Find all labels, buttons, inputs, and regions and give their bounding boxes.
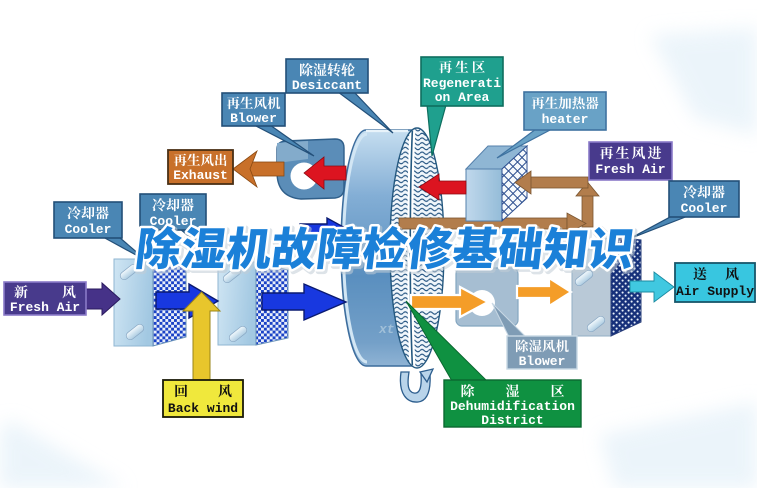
wheel-rotation-ribbon: [399, 368, 435, 403]
label-dehumid-district-en2: District: [481, 413, 543, 428]
capsule-tube: [228, 325, 248, 343]
label-regen-area-en1: Regenerati: [423, 76, 501, 91]
orange-arrows: [409, 275, 574, 319]
label-regen-heater-en: heater: [542, 112, 589, 127]
tint-bottom-left: [0, 420, 125, 488]
label-desiccant-box: [285, 58, 369, 94]
red-arrow-wheel-to-fan: [303, 156, 347, 190]
label-cooler-left-1-box: [53, 201, 123, 239]
label-air-supply-en: Air Supply: [676, 284, 754, 299]
label-cooler-right: Cooler: [628, 180, 740, 240]
supply-cooler-capsules: [574, 269, 606, 333]
capsule-tube: [125, 323, 145, 341]
capsule-tube: [586, 315, 606, 333]
label-cooler-right-en: Cooler: [681, 201, 728, 216]
label-regen-blower-en: Blower: [230, 111, 277, 126]
regen-path-left-arrowhead: [514, 170, 532, 195]
exhaust-arrow-shaft: [249, 161, 285, 177]
label-air-supply: Air Supply: [674, 262, 756, 303]
label-air-supply-box: [674, 262, 756, 303]
red-arrows: [303, 156, 467, 201]
label-regen-blower: Blower: [221, 92, 315, 157]
red-arrow-heater-to-wheel: [418, 173, 467, 201]
label-back-wind-en: Back wind: [168, 401, 238, 416]
regen-path-top-shaft: [529, 176, 589, 189]
exhaust-arrow: [232, 149, 285, 189]
label-cooler-left-2-box: [139, 193, 207, 231]
label-regen-area: Regenerati on Area: [420, 56, 504, 157]
page-title: [136, 226, 638, 271]
regen-air-path: [575, 181, 600, 228]
label-dehumid-blower: Blower: [491, 302, 578, 370]
label-cooler-left-1-en: Cooler: [65, 222, 112, 237]
heater-box: [464, 144, 529, 223]
orange-arrow-fan-to-cooler: [515, 275, 574, 309]
tint-bottom-right: [600, 402, 757, 488]
background-tints: [0, 28, 757, 488]
label-exhaust: Exhaust: [167, 149, 234, 185]
label-back-wind: Back wind: [162, 379, 244, 418]
label-regen-in-en: Fresh Air: [595, 162, 665, 177]
label-cooler-left-2-en: Cooler: [150, 214, 197, 229]
label-dehumid-district-en1: Dehumidification: [450, 399, 575, 414]
label-regen-heater: heater: [496, 91, 607, 159]
label-fresh-air-in: Fresh Air: [3, 281, 87, 316]
heater-box-mesh: [501, 144, 528, 223]
label-regen-area-en2: on Area: [435, 90, 490, 105]
watermark: xt: [378, 322, 395, 337]
ribbon-fold: [418, 368, 435, 384]
cyan-arrow-air-supply: [629, 271, 675, 303]
capsule-tube: [574, 269, 594, 287]
label-dehumid-district: Dehumidification District: [405, 300, 582, 428]
cooler-box-1: [113, 258, 187, 347]
blue-arrow-box2-to-wheel: [261, 282, 348, 322]
heater-box-front: [465, 168, 503, 222]
label-desiccant: Desiccant: [285, 58, 394, 134]
label-regen-in: Fresh Air: [588, 141, 673, 181]
regen-path-top: [514, 170, 589, 195]
purple-arrow-fresh-air: [85, 281, 121, 317]
label-dehumid-blower-en: Blower: [519, 354, 566, 369]
orange-arrow-wheel-to-fan: [409, 285, 491, 319]
page-title-text: [136, 226, 636, 269]
regen-path-up-arrowhead: [575, 181, 600, 197]
exhaust-arrow-head: [232, 149, 258, 189]
label-exhaust-box: [167, 149, 234, 185]
tint-top-right: [650, 28, 757, 135]
label-fresh-air-in-en: Fresh Air: [10, 300, 80, 315]
label-cooler-right-box: [668, 180, 740, 218]
label-exhaust-en: Exhaust: [173, 168, 228, 183]
label-desiccant-en: Desiccant: [292, 78, 362, 93]
